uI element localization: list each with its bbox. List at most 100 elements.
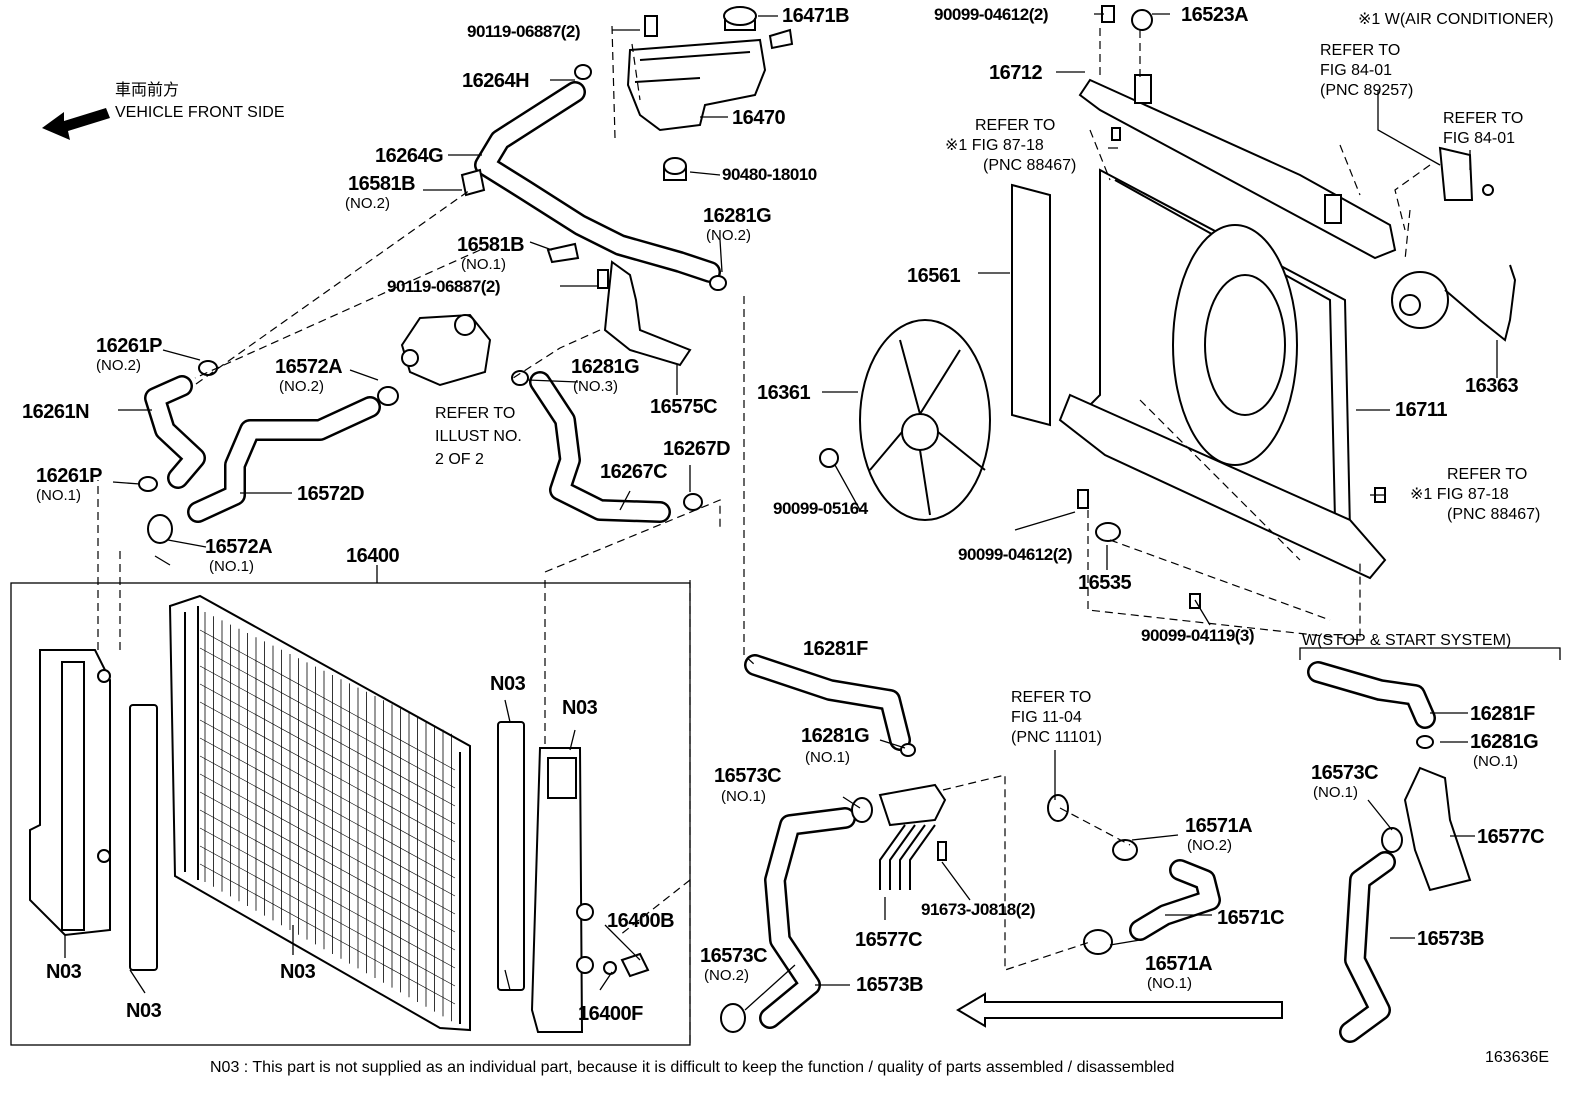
label-16363: 16363 [1465,375,1518,397]
radiator-right-tank-drawing [530,747,650,1033]
radiator-core-drawing [168,594,471,1032]
label-r-16281F: 16281F [1470,703,1535,725]
label-16267D: 16267D [663,438,730,460]
radiator-seals-drawing [129,704,525,991]
label-16281G-no3-sub: (NO.3) [573,378,618,395]
fan-shroud-drawing [1058,74,1397,580]
figure-id: 163636E [1485,1049,1549,1066]
label-16400B: 16400B [607,910,674,932]
label-16261P-no1-sub: (NO.1) [36,487,81,504]
ref-fig8718-a-3: (PNC 88467) [983,157,1076,174]
label-90099-04119: 90099-04119(3) [1141,626,1254,645]
upper-left-hoses-drawing [138,313,492,544]
label-16261P-no2: 16261P [96,335,162,357]
label-16571C: 16571C [1217,907,1284,929]
label-16572A-no2-sub: (NO.2) [279,378,324,395]
ref-fig1104-1: REFER TO [1011,689,1091,706]
label-16571A-no1: 16571A [1145,953,1212,975]
label-90099-04612-top: 90099-04612(2) [934,5,1048,24]
label-16281G-no2: 16281G [703,205,771,227]
ref-fig8718-a-1: REFER TO [975,117,1055,134]
label-r-16281G: 16281G [1470,731,1538,753]
label-16572D: 16572D [297,483,364,505]
label-90119-06887-mid: 90119-06887(2) [387,277,500,296]
label-n03-tank-right: N03 [562,697,598,719]
label-n03-tank-left: N03 [46,961,82,983]
label-r-16573C-sub: (NO.1) [1313,784,1358,801]
label-16581B-no1-sub: (NO.1) [461,256,506,273]
label-16572A-no1-sub: (NO.1) [209,558,254,575]
footer-note: N03 : This part is not supplied as an in… [210,1059,1174,1076]
reservoir-tank-drawing [626,6,794,181]
label-16572A-no2: 16572A [275,356,342,378]
stop-start-bracket [1299,647,1561,660]
label-16361: 16361 [757,382,810,404]
ref-fig8401-a-1: REFER TO [1320,42,1400,59]
label-16281G-no3: 16281G [571,356,639,378]
label-16281G-no1: 16281G [801,725,869,747]
label-16471B: 16471B [782,5,849,27]
label-stop-start: W(STOP & START SYSTEM) [1302,632,1511,649]
label-91673-J0818: 91673-J0818(2) [921,900,1035,919]
ref-fig8718-b-2: ※1 FIG 87-18 [1410,486,1509,503]
label-16573C-no1: 16573C [714,765,781,787]
ref-fig1104-2: FIG 11-04 [1011,709,1082,726]
label-16571A-no2-sub: (NO.2) [1187,837,1232,854]
label-16573C-no1-sub: (NO.1) [721,788,766,805]
part-labels: 90119-06887(2) 16471B 16264H 16470 16264… [22,4,1545,1025]
label-16523A: 16523A [1181,4,1248,26]
label-16573C-no2: 16573C [700,945,767,967]
front-arrow-icon [42,108,110,140]
label-16581B-no2: 16581B [348,173,415,195]
label-16581B-no2-sub: (NO.2) [345,195,390,212]
label-16561: 16561 [907,265,960,287]
label-16261N: 16261N [22,401,89,423]
label-16571A-no1-sub: (NO.1) [1147,975,1192,992]
label-16267C: 16267C [600,461,667,483]
flow-arrow-icon [956,992,1283,1028]
ref-fig8401-b-2: FIG 84-01 [1443,130,1515,147]
fan-motor-drawing [1391,146,1517,342]
stop-start-parts-drawing [1307,661,1472,1043]
radiator-left-tank-drawing [29,649,111,937]
label-16581B-no1: 16581B [457,234,524,256]
label-16261P-no1: 16261P [36,465,102,487]
label-16400: 16400 [346,545,399,567]
bypass-hose-drawing [511,260,703,523]
label-16281G-no2-sub: (NO.2) [706,227,751,244]
label-r-16577C: 16577C [1477,826,1544,848]
label-16572A-no1: 16572A [205,536,272,558]
label-16261P-no2-sub: (NO.2) [96,357,141,374]
label-16264G: 16264G [375,145,443,167]
label-90480-18010: 90480-18010 [722,165,817,184]
label-16577C: 16577C [855,929,922,951]
label-16264H: 16264H [462,70,529,92]
label-16573B: 16573B [856,974,923,996]
ref-fig8401-a-3: (PNC 89257) [1320,82,1413,99]
dashed-guide-lines [97,25,1431,1045]
ref-fig8401-a-2: FIG 84-01 [1320,62,1392,79]
label-r-16281G-sub: (NO.1) [1473,753,1518,770]
reservoir-hose-drawing [460,64,727,291]
label-16573C-no2-sub: (NO.2) [704,967,749,984]
label-r-16573B: 16573B [1417,928,1484,950]
note-air-conditioner: ※1 W(AIR CONDITIONER) [1358,11,1554,28]
ref-fig1104-3: (PNC 11101) [1011,729,1102,746]
label-16711: 16711 [1395,399,1447,421]
ref-fig8718-a-2: ※1 FIG 87-18 [945,137,1044,154]
label-16470: 16470 [732,107,785,129]
lower-hoses-drawing [720,654,1221,1033]
label-90119-06887-top: 90119-06887(2) [467,22,580,41]
fan-blade-drawing [859,319,991,521]
label-90099-05164: 90099-05164 [773,499,869,518]
label-16575C: 16575C [650,396,717,418]
label-n03-seal-left: N03 [126,1000,162,1022]
label-r-16573C: 16573C [1311,762,1378,784]
label-16400F: 16400F [578,1003,643,1025]
ref-fig8718-b-1: REFER TO [1447,466,1527,483]
label-16281F: 16281F [803,638,868,660]
ref-fig8718-b-3: (PNC 88467) [1447,506,1540,523]
label-16571A-no2: 16571A [1185,815,1252,837]
front-label-jp: 車両前方 [115,81,179,99]
